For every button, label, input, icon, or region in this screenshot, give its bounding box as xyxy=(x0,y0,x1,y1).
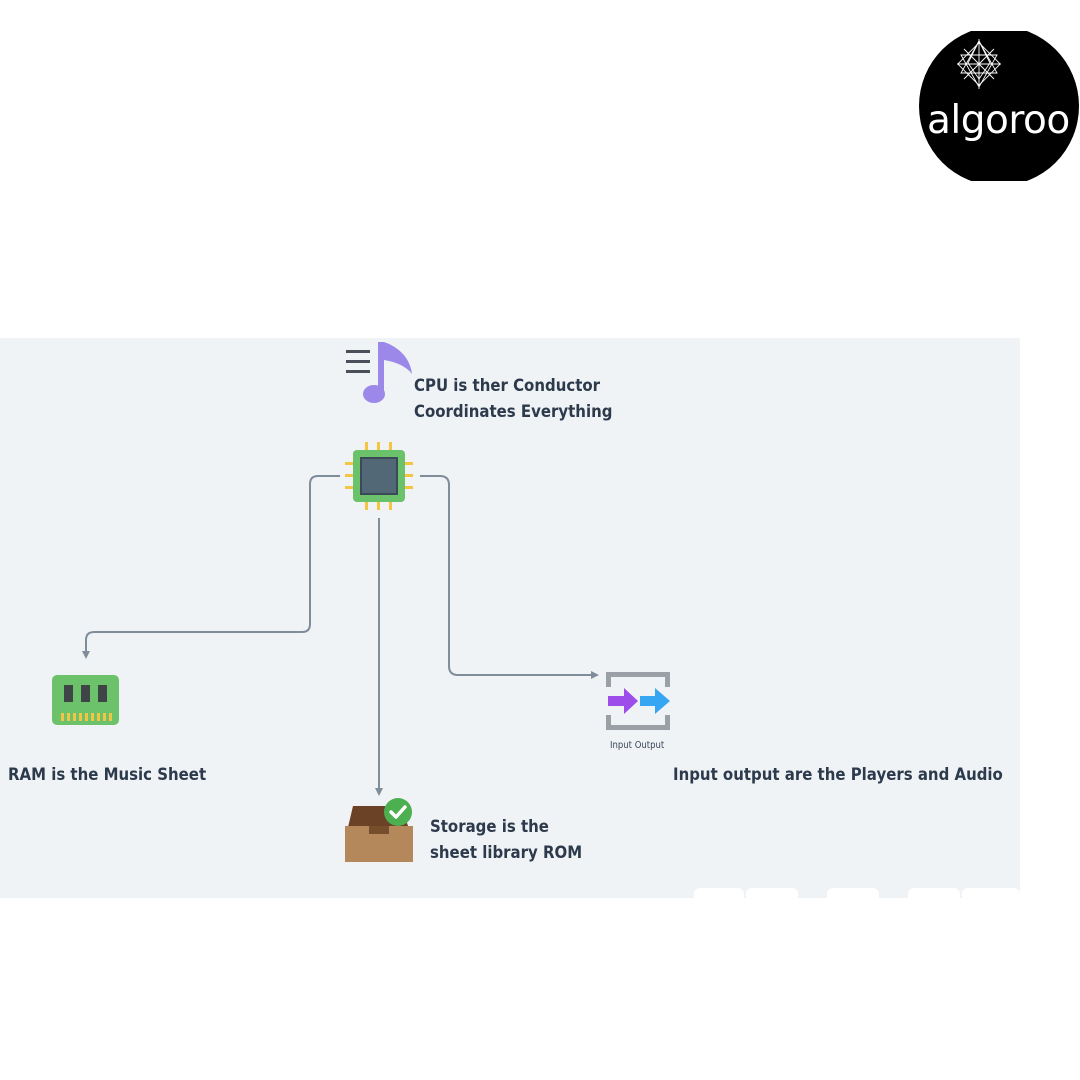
connector-layer xyxy=(82,475,599,796)
storage-label: Storage is the sheet library ROM xyxy=(430,814,582,866)
cpu-label-line1: CPU is ther Conductor xyxy=(414,376,601,396)
logo-badge-icon xyxy=(919,31,1079,181)
ram-label: RAM is the Music Sheet xyxy=(8,765,207,785)
io-label: Input output are the Players and Audio xyxy=(673,765,1003,785)
storage-label-line2: sheet library ROM xyxy=(430,843,583,863)
logo-text: algoroo xyxy=(927,98,1070,143)
cpu-label-line2: Coordinates Everything xyxy=(414,402,613,422)
canvas-control-button[interactable] xyxy=(746,888,798,898)
music-note-icon xyxy=(346,342,412,403)
algoroo-logo: algoroo xyxy=(919,31,1080,181)
storage-tray-icon[interactable] xyxy=(345,796,415,864)
cpu-chip-icon[interactable] xyxy=(345,442,413,510)
canvas-control-button[interactable] xyxy=(962,888,1020,898)
canvas-control-button[interactable] xyxy=(694,888,744,898)
connector-cpu-to-ram xyxy=(82,475,340,659)
canvas-control-button[interactable] xyxy=(827,888,879,898)
connector-cpu-to-io xyxy=(420,475,599,679)
canvas-control-button[interactable] xyxy=(908,888,960,898)
ram-module-icon[interactable] xyxy=(52,675,120,727)
storage-label-line1: Storage is the xyxy=(430,817,549,837)
diagram-canvas: CPU is ther Conductor Coordinates Everyt… xyxy=(0,338,1020,898)
cpu-label: CPU is ther Conductor Coordinates Everyt… xyxy=(414,373,612,425)
io-icon-caption: Input Output xyxy=(610,740,665,751)
input-output-icon[interactable] xyxy=(604,672,672,730)
check-icon xyxy=(384,798,412,826)
